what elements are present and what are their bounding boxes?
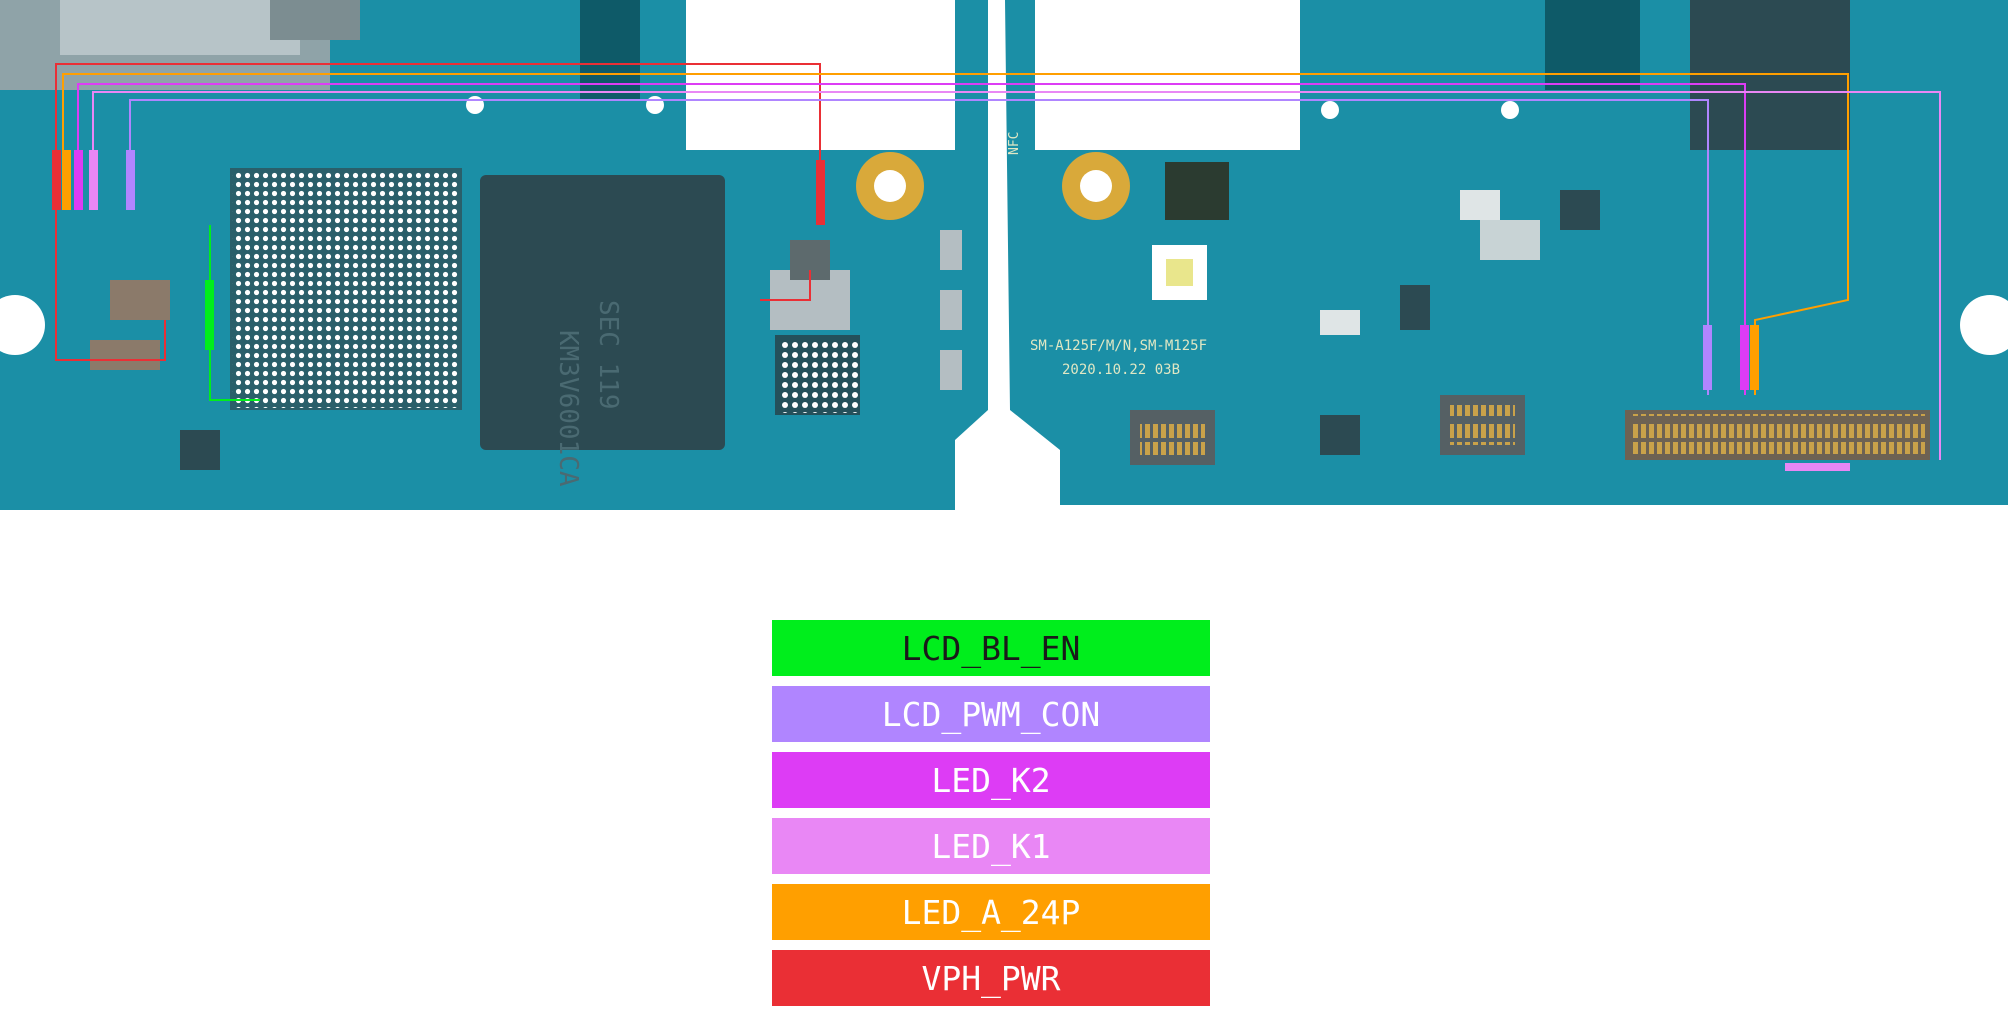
pad-led-k2 bbox=[74, 150, 83, 210]
trace-vph-local bbox=[55, 190, 811, 361]
pad-led-k1 bbox=[89, 150, 98, 210]
chip-marking-1: KM3V6001CA bbox=[553, 330, 583, 487]
legend-lcd-bl-en: LCD_BL_EN bbox=[772, 620, 1210, 676]
legend-lcd-pwm-con: LCD_PWM_CON bbox=[772, 686, 1210, 742]
left-board: KM3V6001CA SEC 119 bbox=[0, 0, 988, 510]
chip-marking-2: SEC 119 bbox=[593, 300, 623, 410]
trace-led-k1 bbox=[92, 91, 1941, 460]
trace-vph-pwr bbox=[55, 63, 821, 165]
board-date-label: 2020.10.22 03B bbox=[1062, 362, 1180, 378]
pad-lcd-pwm-con bbox=[126, 150, 135, 210]
pad-led-k2-right bbox=[1740, 325, 1749, 390]
pad-vph-pwr-right bbox=[816, 160, 825, 225]
trace-led-k2 bbox=[77, 83, 1746, 395]
right-board: SM-A125F/M/N,SM-M125F 2020.10.22 03B NFC bbox=[1005, 0, 2008, 505]
pcb-board-diagram: KM3V6001CA SEC 119 bbox=[0, 0, 2008, 510]
legend-led-k1: LED_K1 bbox=[772, 818, 1210, 874]
legend-led-a-24p: LED_A_24P bbox=[772, 884, 1210, 940]
legend-vph-pwr: VPH_PWR bbox=[772, 950, 1210, 1006]
signal-legend: LCD_BL_EN LCD_PWM_CON LED_K2 LED_K1 LED_… bbox=[772, 620, 1210, 1016]
pad-led-a-24p bbox=[62, 150, 71, 210]
board-nfc-label: NFC bbox=[1007, 132, 1022, 155]
pad-led-a-24p-right bbox=[1750, 325, 1759, 390]
pad-led-k1-right bbox=[1785, 463, 1850, 471]
legend-led-k2: LED_K2 bbox=[772, 752, 1210, 808]
pad-lcd-pwm-con-right bbox=[1703, 325, 1712, 390]
trace-lcd-pwm-con bbox=[129, 99, 1709, 395]
pad-vph-pwr bbox=[52, 150, 61, 210]
board-model-label: SM-A125F/M/N,SM-M125F bbox=[1030, 338, 1207, 354]
trace-overlay bbox=[52, 63, 1941, 471]
pad-lcd-bl-en bbox=[205, 280, 214, 350]
